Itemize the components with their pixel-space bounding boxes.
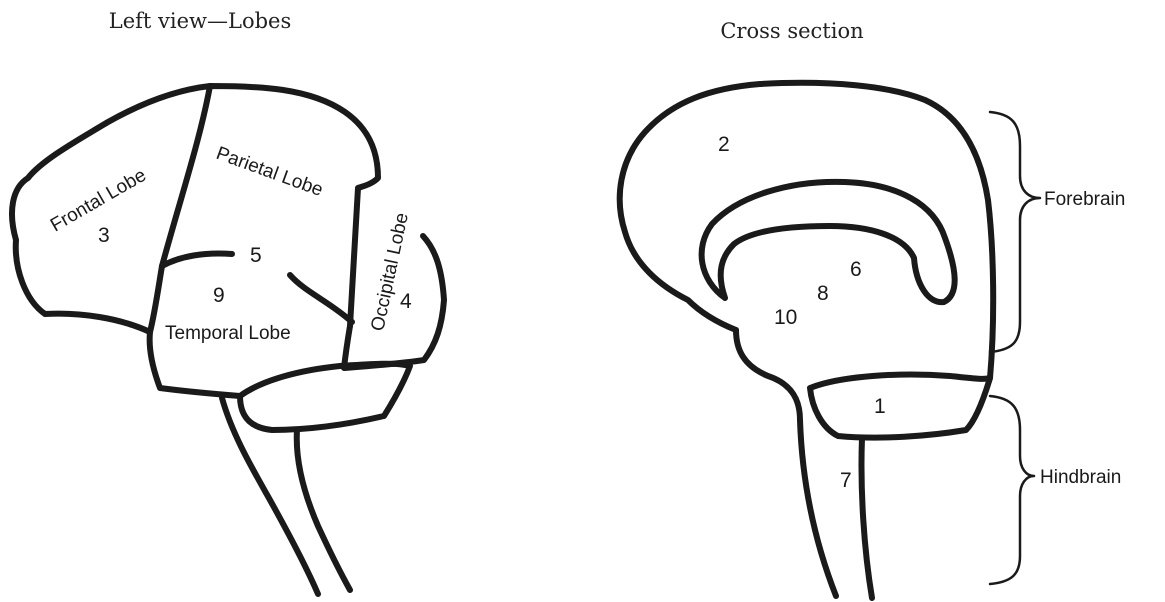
left-brainstem-back (293, 427, 353, 593)
left-cerebellum (237, 360, 413, 433)
corpus-callosum (698, 178, 958, 306)
cross-section-title: Cross section (720, 19, 863, 43)
lateral-sulcus (159, 250, 235, 269)
temporal-sulcus (287, 272, 355, 325)
left-brain-outline (9, 83, 381, 335)
cross-brain-outline (616, 79, 997, 381)
number-2: 2 (718, 133, 730, 156)
cross-brainstem-back (858, 435, 875, 601)
number-10: 10 (774, 306, 797, 329)
temporal-lobe-label: Temporal Lobe (165, 323, 291, 344)
forebrain-label: Forebrain (1044, 189, 1125, 210)
number-3: 3 (98, 224, 110, 247)
central-sulcus (147, 83, 213, 335)
parietal-lobe-label: Parietal Lobe (213, 143, 325, 201)
left-view-title: Left view—Lobes (109, 9, 291, 33)
number-4: 4 (400, 290, 412, 313)
hindbrain-brace (988, 394, 1036, 586)
left-brainstem-front (219, 395, 321, 597)
occipital-lobe-label: Occipital Lobe (367, 211, 413, 333)
cross-brainstem-front (733, 327, 839, 599)
number-5: 5 (250, 244, 262, 267)
number-7: 7 (840, 469, 852, 492)
temporal-lobe-outline (146, 329, 243, 399)
cross-cerebellum (807, 371, 993, 441)
left-brain-drawing (9, 83, 447, 597)
number-8: 8 (817, 282, 829, 305)
number-9: 9 (213, 284, 225, 307)
number-1: 1 (874, 395, 886, 418)
forebrain-brace (988, 110, 1042, 354)
number-6: 6 (850, 258, 862, 281)
cross-section-drawing (616, 79, 997, 601)
occipital-lobe-outline (341, 233, 447, 371)
hindbrain-label: Hindbrain (1040, 467, 1121, 488)
